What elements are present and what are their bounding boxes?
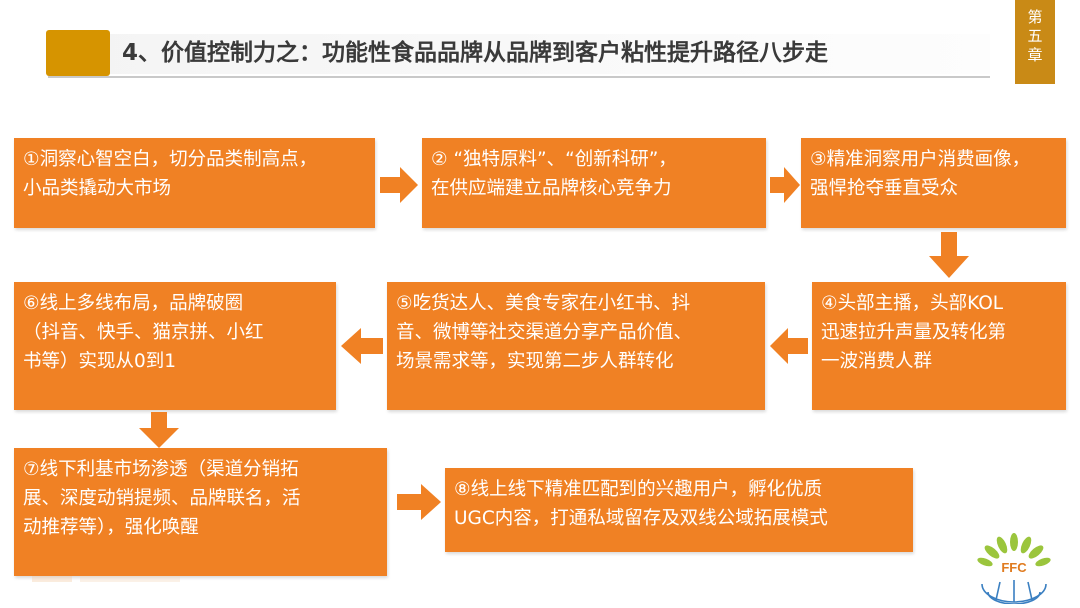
step-4-box: ④头部主播，头部KOL 迅速拉升声量及转化第 一波消费人群 xyxy=(812,282,1066,410)
step-3-line2: 强悍抢夺垂直受众 xyxy=(810,178,959,199)
ffc-logo-icon: FFC xyxy=(977,533,1051,604)
chapter-tab-label: 第五章 xyxy=(1027,8,1043,64)
watermark xyxy=(32,576,180,582)
svg-text:FFC: FFC xyxy=(1001,560,1027,575)
arrow-left-icon xyxy=(770,328,808,364)
step-1-line1: ①洞察心智空白，切分品类制高点， xyxy=(23,149,318,170)
title-accent-block xyxy=(46,30,110,76)
step-6-line1: ⑥线上多线布局，品牌破圈 xyxy=(23,293,244,314)
arrow-left-icon xyxy=(341,328,383,364)
arrow-right-icon xyxy=(397,484,441,520)
step-7-line3: 动推荐等），强化唤醒 xyxy=(23,517,199,538)
step-6-line3: 书等）实现从0到1 xyxy=(23,351,177,372)
step-8-line2: UGC内容，打通私域留存及双线公域拓展模式 xyxy=(454,508,828,529)
step-2-line1: ② “独特原料”、“创新科研”， xyxy=(431,149,677,170)
step-4-line3: 一波消费人群 xyxy=(821,351,933,372)
title-banner xyxy=(60,34,990,74)
arrow-down-icon xyxy=(929,232,969,278)
step-5-line2: 音、微博等社交渠道分享产品价值、 xyxy=(396,322,693,343)
chapter-tab: 第五章 xyxy=(1015,0,1055,84)
step-7-line1: ⑦线下利基市场渗透（渠道分销拓 xyxy=(23,459,299,480)
step-4-line2: 迅速拉升声量及转化第 xyxy=(821,322,1007,343)
step-1-line2: 小品类撬动大市场 xyxy=(23,178,172,199)
step-5-line3: 场景需求等，实现第二步人群转化 xyxy=(396,351,674,372)
arrow-right-icon xyxy=(380,167,418,203)
title-underline xyxy=(48,76,990,78)
step-5-line1: ⑤吃货达人、美食专家在小红书、抖 xyxy=(396,293,691,314)
step-6-line2: （抖音、快手、猫京拼、小红 xyxy=(23,322,264,343)
step-3-box: ③精准洞察用户消费画像， 强悍抢夺垂直受众 xyxy=(801,138,1066,228)
arrow-right-icon xyxy=(770,167,800,203)
step-6-box: ⑥线上多线布局，品牌破圈 （抖音、快手、猫京拼、小红 书等）实现从0到1 xyxy=(14,282,336,410)
step-7-line2: 展、深度动销提频、品牌联名，活 xyxy=(23,488,301,509)
step-1-box: ①洞察心智空白，切分品类制高点， 小品类撬动大市场 xyxy=(14,138,375,228)
step-4-line1: ④头部主播，头部KOL xyxy=(821,293,1004,314)
step-8-line1: ⑧线上线下精准匹配到的兴趣用户，孵化优质 xyxy=(454,479,823,500)
arrow-down-icon xyxy=(139,412,179,448)
step-2-line2: 在供应端建立品牌核心竞争力 xyxy=(431,178,672,199)
step-7-box: ⑦线下利基市场渗透（渠道分销拓 展、深度动销提频、品牌联名，活 动推荐等），强化… xyxy=(14,448,387,576)
step-5-box: ⑤吃货达人、美食专家在小红书、抖 音、微博等社交渠道分享产品价值、 场景需求等，… xyxy=(387,282,765,410)
step-2-box: ② “独特原料”、“创新科研”， 在供应端建立品牌核心竞争力 xyxy=(422,138,766,228)
step-3-line1: ③精准洞察用户消费画像， xyxy=(810,149,1031,170)
step-8-box: ⑧线上线下精准匹配到的兴趣用户，孵化优质 UGC内容，打通私域留存及双线公域拓展… xyxy=(445,468,913,552)
page-title: 4、价值控制力之：功能性食品品牌从品牌到客户粘性提升路径八步走 xyxy=(122,40,829,66)
